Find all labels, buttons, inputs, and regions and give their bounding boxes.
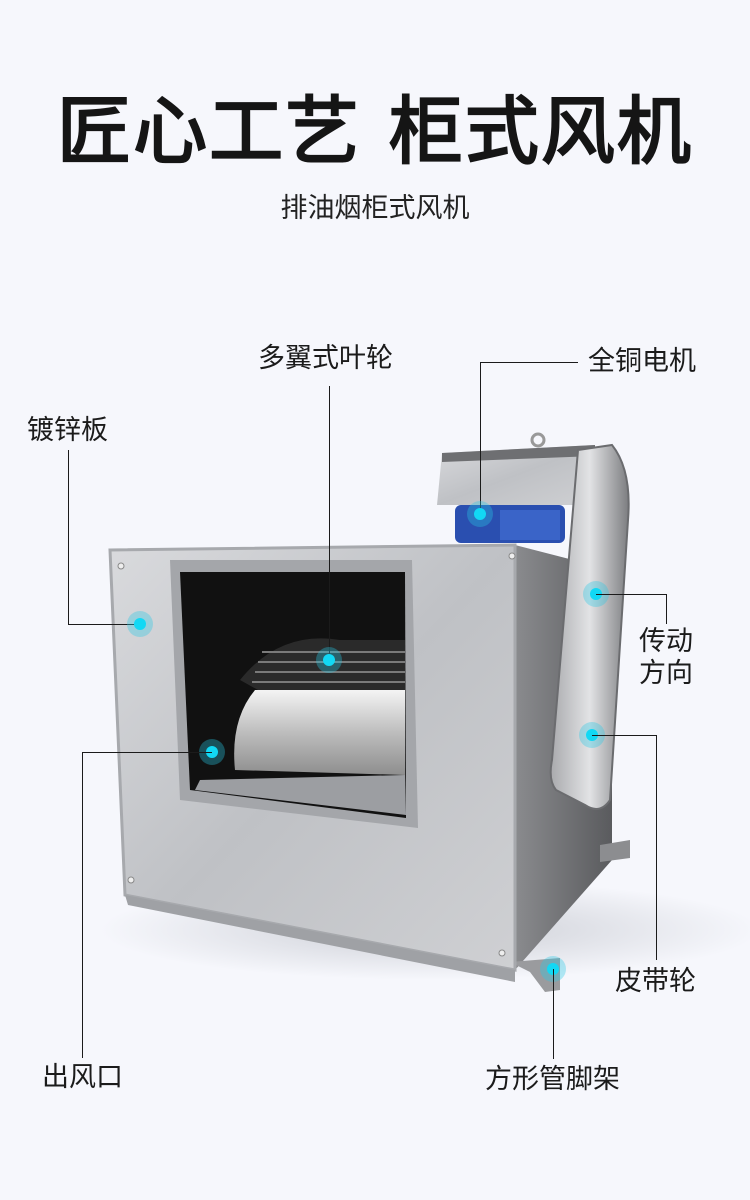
callout-label-direction: 传动 方向 bbox=[639, 626, 693, 691]
page-title: 匠心工艺 柜式风机 bbox=[57, 89, 693, 175]
callout-line-motor-v bbox=[480, 362, 481, 514]
callout-label-panel: 镀锌板 bbox=[27, 415, 108, 446]
callout-line-panel-h bbox=[68, 624, 140, 625]
callout-label-impeller: 多翼式叶轮 bbox=[258, 343, 393, 374]
callout-line-pulley-h bbox=[592, 735, 657, 736]
callout-label-outlet: 出风口 bbox=[42, 1062, 123, 1093]
callout-label-motor: 全铜电机 bbox=[588, 346, 696, 377]
callout-label-pulley: 皮带轮 bbox=[615, 966, 696, 997]
hotspot-motor-icon[interactable] bbox=[467, 501, 493, 527]
callout-line-outlet-h bbox=[82, 752, 212, 753]
direction-label-line1: 传动 bbox=[639, 626, 693, 657]
page-subtitle: 排油烟柜式风机 bbox=[280, 193, 470, 224]
hotspot-impeller-icon[interactable] bbox=[316, 647, 342, 673]
callout-line-pulley-v bbox=[656, 735, 657, 960]
direction-label-line2: 方向 bbox=[639, 658, 693, 690]
callout-line-outlet-v bbox=[82, 752, 83, 1058]
callout-line-motor-h bbox=[480, 362, 578, 363]
callout-line-direction-h bbox=[596, 594, 666, 595]
hotspot-panel-icon[interactable] bbox=[127, 611, 153, 637]
callout-line-direction-v bbox=[666, 594, 667, 624]
callout-label-stand: 方形管脚架 bbox=[485, 1064, 620, 1095]
callout-line-impeller bbox=[329, 386, 330, 660]
callout-line-stand-v bbox=[553, 969, 554, 1059]
callout-line-panel-v bbox=[68, 450, 69, 624]
